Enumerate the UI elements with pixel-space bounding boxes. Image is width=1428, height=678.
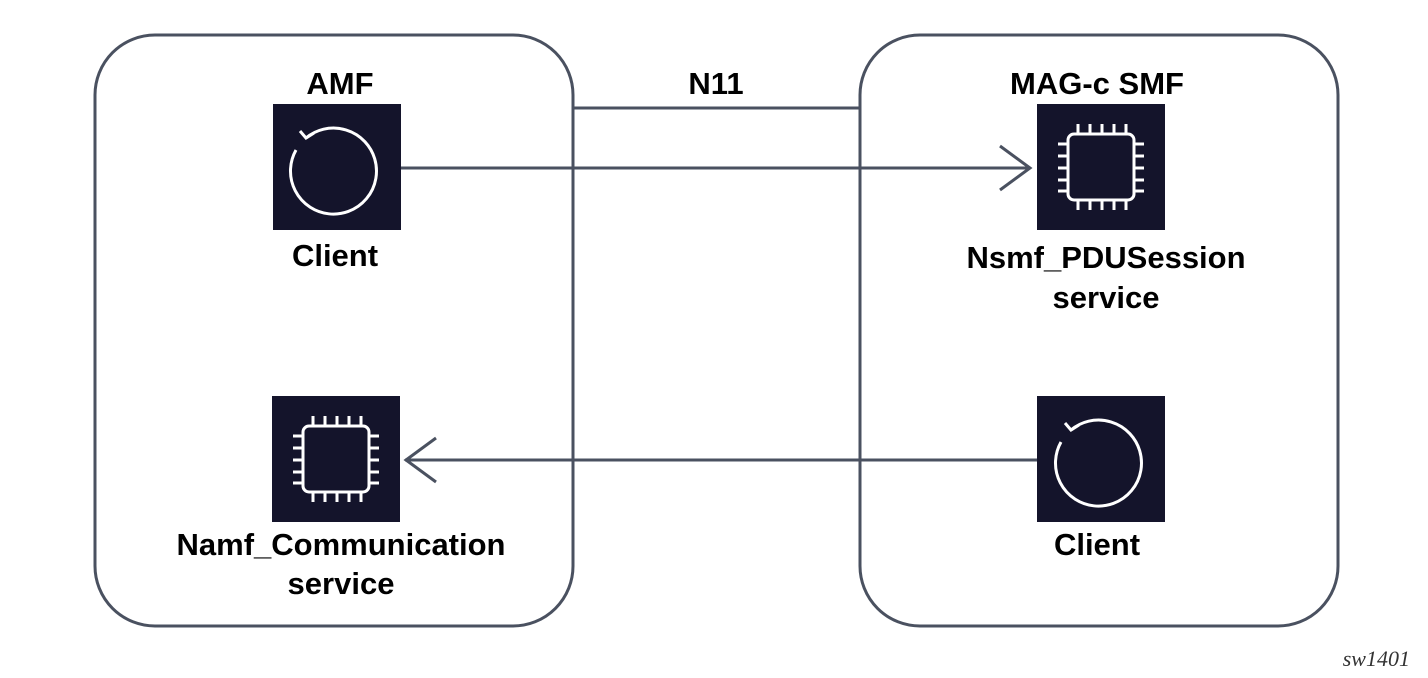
smf-service-label-line2: service bbox=[1052, 280, 1160, 315]
n11-label: N11 bbox=[688, 66, 744, 101]
amf-service-label-line2: service bbox=[287, 566, 395, 601]
smf-client-tile bbox=[1037, 396, 1165, 522]
smf-service-label-line1: Nsmf_PDUSession bbox=[966, 240, 1246, 275]
amf-title: AMF bbox=[306, 66, 374, 101]
smf-client-label: Client bbox=[1053, 527, 1141, 562]
figure-reference-id: sw1401 bbox=[1342, 646, 1410, 671]
smf-container bbox=[858, 33, 1340, 628]
request-arrowhead bbox=[999, 144, 1033, 192]
amf-client-label: Client bbox=[291, 238, 379, 273]
chip-icon bbox=[1058, 124, 1144, 210]
amf-service-label-line1: Namf_Communication bbox=[176, 527, 506, 562]
chip-icon bbox=[293, 416, 379, 502]
smf-title: MAG-c SMF bbox=[1010, 66, 1184, 101]
refresh-icon bbox=[1053, 418, 1143, 508]
amf-container bbox=[93, 33, 575, 628]
refresh-icon bbox=[288, 126, 378, 216]
smf-service-tile bbox=[1037, 104, 1165, 230]
amf-service-tile bbox=[272, 396, 400, 522]
response-arrowhead bbox=[403, 436, 437, 484]
amf-client-tile bbox=[273, 104, 401, 230]
